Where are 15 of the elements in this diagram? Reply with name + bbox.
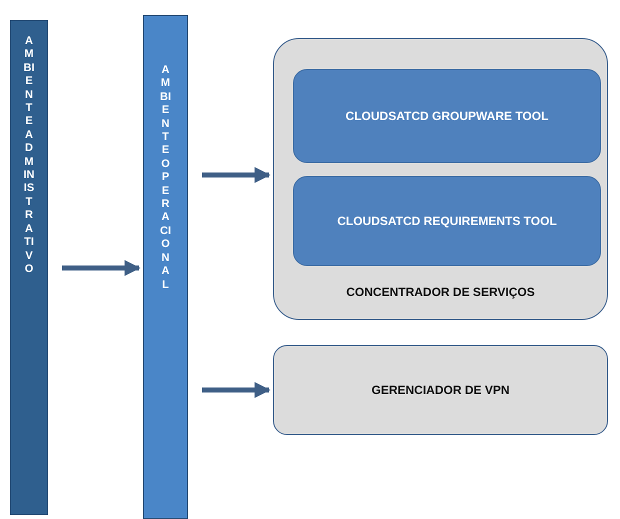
service-box	[273, 345, 608, 435]
arrow	[62, 260, 141, 276]
vertical-label: AMBIENTE ADMINISTRATIVO	[24, 35, 34, 276]
box-label: CLOUDSATCD GROUPWARE TOOL	[344, 109, 550, 123]
vertical-label: AMBIENTE OPERACIONAL	[160, 64, 171, 292]
vertical-bar	[10, 20, 48, 515]
box-label: CLOUDSATCD REQUIREMENTS TOOL	[336, 214, 558, 228]
vertical-bar	[143, 15, 188, 519]
container-panel	[273, 38, 608, 320]
service-box	[293, 69, 601, 163]
arrow	[202, 167, 271, 183]
arrow	[202, 382, 271, 398]
box-label: GERENCIADOR DE VPN	[370, 383, 511, 397]
box-label: CONCENTRADOR DE SERVIÇOS	[345, 285, 536, 299]
service-box	[293, 176, 601, 266]
